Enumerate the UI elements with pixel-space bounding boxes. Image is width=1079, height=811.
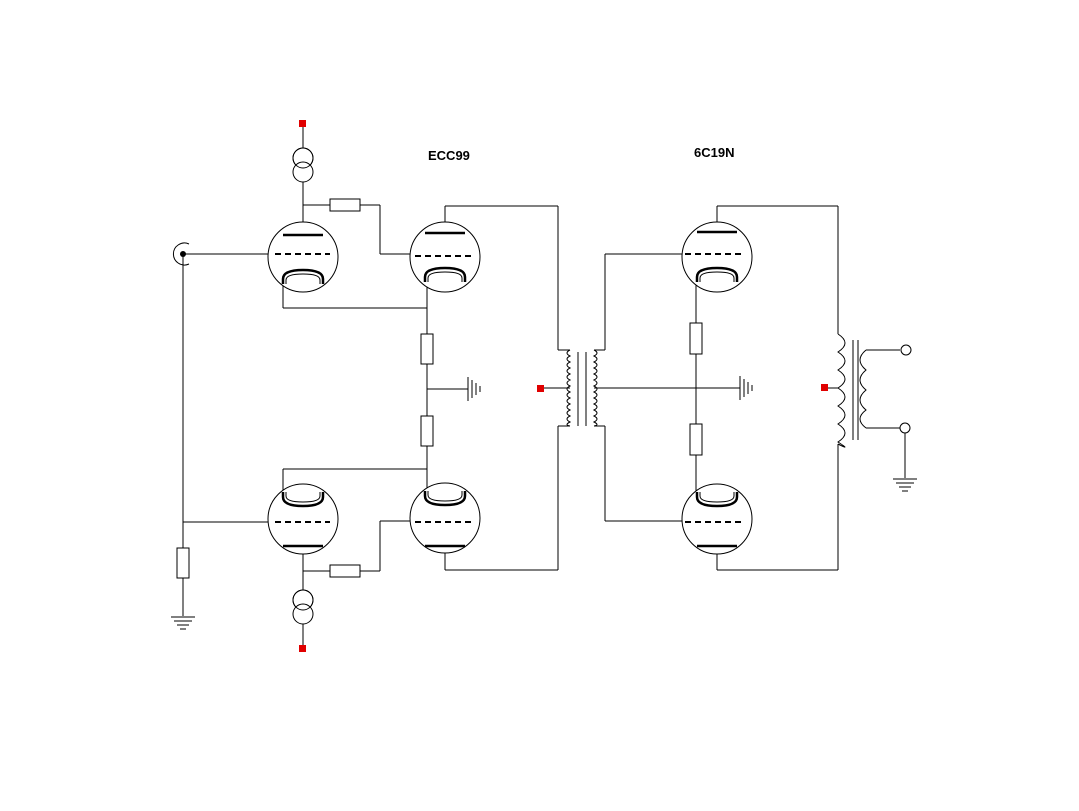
wiring xyxy=(182,127,906,646)
output-terminal-hot xyxy=(900,344,912,356)
ecc99-label: ECC99 xyxy=(428,148,470,163)
6c19n-label: 6C19N xyxy=(694,145,734,160)
ground-centre-icon xyxy=(467,377,481,401)
input-resistor xyxy=(176,547,190,579)
ground-output-cathode-icon xyxy=(739,376,753,400)
output-transformer xyxy=(837,333,867,448)
tube-6c19n-bottom xyxy=(681,483,753,555)
current-source-bottom xyxy=(292,589,314,625)
current-source-top xyxy=(292,147,314,183)
ground-input-icon xyxy=(171,616,195,630)
output-terminal-return xyxy=(899,422,911,434)
tube-ecc99-bottom-right xyxy=(409,482,481,554)
ground-output-icon xyxy=(893,478,917,492)
interstage-transformer xyxy=(566,349,598,427)
tube-ecc99-bottom-left xyxy=(267,483,339,555)
output-cathode-resistor-top xyxy=(689,322,703,355)
input-jack-icon xyxy=(172,242,190,266)
output-cathode-resistor-bottom xyxy=(689,423,703,456)
supply-node-top xyxy=(299,120,306,127)
tube-6c19n-top xyxy=(681,221,753,293)
tube-ecc99-top-right xyxy=(409,221,481,293)
supply-node-interstage xyxy=(537,385,544,392)
grid-resistor-top xyxy=(329,198,361,212)
supply-node-output xyxy=(821,384,828,391)
cathode-resistor-top xyxy=(420,333,434,365)
grid-resistor-bottom xyxy=(329,564,361,578)
supply-node-bottom xyxy=(299,645,306,652)
tube-ecc99-top-left xyxy=(267,221,339,293)
cathode-resistor-bottom xyxy=(420,415,434,447)
